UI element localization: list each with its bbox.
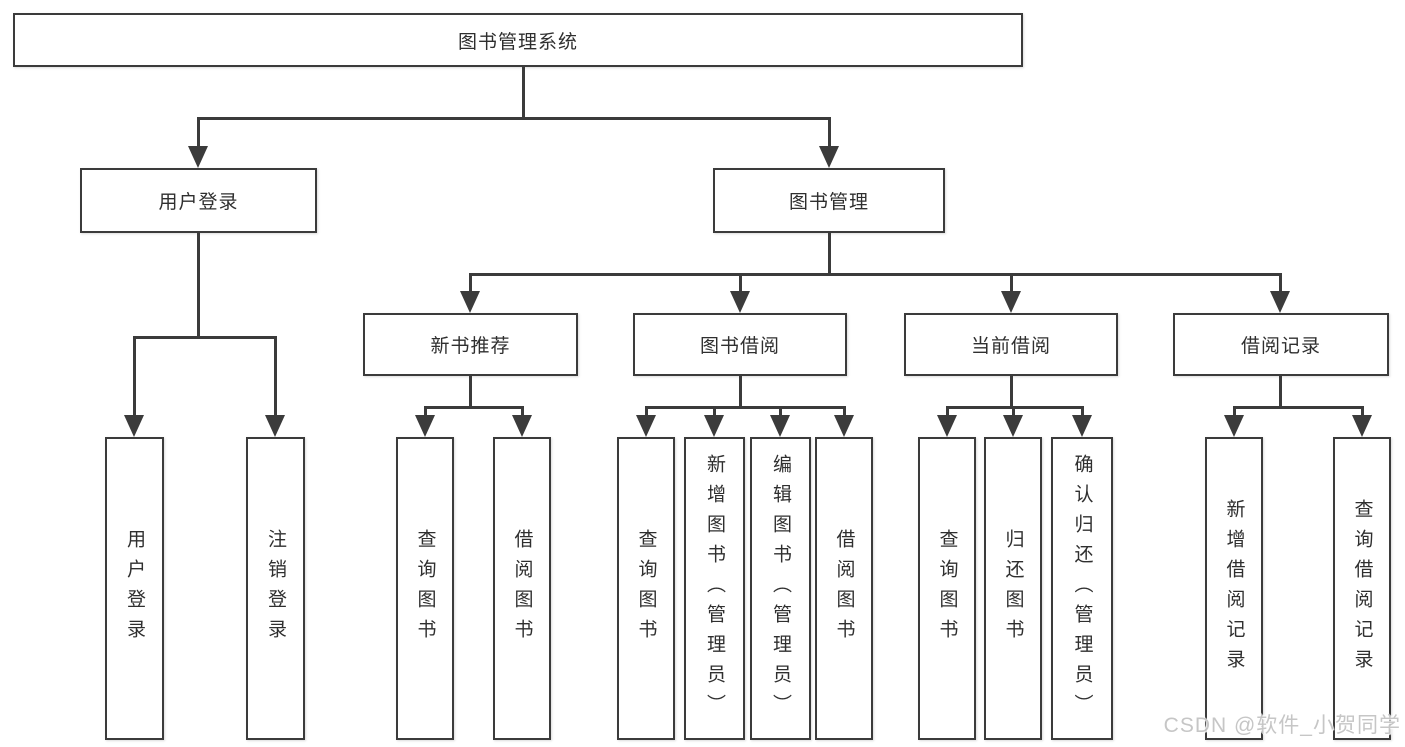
leaf-return-books: 归还图书 bbox=[984, 437, 1042, 740]
connector-current-borrow-hline bbox=[946, 406, 1083, 409]
arrow-down-icon bbox=[415, 415, 435, 437]
connector-new-book-hline bbox=[424, 406, 523, 409]
leaf-query-books-recommend: 查询图书 bbox=[396, 437, 454, 740]
node-book-management: 图书管理 bbox=[713, 168, 945, 233]
connector-stem bbox=[274, 336, 277, 417]
arrow-down-icon bbox=[460, 291, 480, 313]
connector-stem bbox=[779, 406, 782, 417]
connector-new-book-drop bbox=[469, 376, 472, 406]
connector-current-borrow-drop bbox=[1010, 376, 1013, 406]
connector-stem bbox=[469, 273, 472, 293]
connector-stem bbox=[713, 406, 716, 417]
arrow-down-icon bbox=[512, 415, 532, 437]
leaf-add-borrow-record: 新增借阅记录 bbox=[1205, 437, 1263, 740]
arrow-down-icon bbox=[819, 146, 839, 168]
node-current-borrow: 当前借阅 bbox=[904, 313, 1118, 376]
node-book-management-label: 图书管理 bbox=[788, 192, 869, 213]
leaf-query-books-current: 查询图书 bbox=[918, 437, 976, 740]
leaf-edit-books-admin: 编辑图书（管理员） bbox=[750, 437, 811, 740]
connector-borrow-records-drop bbox=[1279, 376, 1282, 406]
connector-stem bbox=[1010, 273, 1013, 293]
arrow-down-icon bbox=[704, 415, 724, 437]
node-borrow-records: 借阅记录 bbox=[1173, 313, 1389, 376]
node-borrow-records-label: 借阅记录 bbox=[1240, 336, 1321, 357]
leaf-query-books-recommend-label: 查询图书 bbox=[414, 528, 436, 649]
connector-stem bbox=[645, 406, 648, 417]
arrow-down-icon bbox=[730, 291, 750, 313]
connector-stem bbox=[1361, 406, 1364, 417]
connector-stem bbox=[1233, 406, 1236, 417]
node-book-borrow: 图书借阅 bbox=[633, 313, 847, 376]
leaf-add-books-admin: 新增图书（管理员） bbox=[684, 437, 745, 740]
connector-book-borrow-drop bbox=[739, 376, 742, 406]
leaf-confirm-return-admin: 确认归还（管理员） bbox=[1051, 437, 1113, 740]
connector-stem bbox=[946, 406, 949, 417]
leaf-borrow-books: 借阅图书 bbox=[815, 437, 873, 740]
leaf-edit-books-admin-label: 编辑图书（管理员） bbox=[770, 453, 791, 724]
leaf-add-borrow-record-label: 新增借阅记录 bbox=[1223, 498, 1245, 679]
arrow-down-icon bbox=[1224, 415, 1244, 437]
leaf-query-borrow-record-label: 查询借阅记录 bbox=[1351, 498, 1373, 679]
leaf-query-books-borrow: 查询图书 bbox=[617, 437, 675, 740]
leaf-confirm-return-admin-label: 确认归还（管理员） bbox=[1071, 453, 1093, 724]
connector-stem bbox=[1012, 406, 1015, 417]
leaf-borrow-books-label: 借阅图书 bbox=[833, 528, 855, 649]
connector-user-login-drop bbox=[197, 233, 200, 336]
connector-stem bbox=[424, 406, 427, 417]
arrow-down-icon bbox=[1270, 291, 1290, 313]
arrow-down-icon bbox=[770, 415, 790, 437]
leaf-logout: 注销登录 bbox=[246, 437, 305, 740]
connector-stem bbox=[843, 406, 846, 417]
arrow-down-icon bbox=[636, 415, 656, 437]
connector-stem bbox=[1081, 406, 1084, 417]
leaf-add-books-admin-label: 新增图书（管理员） bbox=[704, 453, 725, 724]
arrow-down-icon bbox=[937, 415, 957, 437]
leaf-borrow-books-recommend: 借阅图书 bbox=[493, 437, 551, 740]
leaf-query-borrow-record: 查询借阅记录 bbox=[1333, 437, 1391, 740]
connector-stem bbox=[739, 273, 742, 293]
leaf-query-books-borrow-label: 查询图书 bbox=[635, 528, 657, 649]
connector-root-drop bbox=[522, 67, 525, 117]
node-current-borrow-label: 当前借阅 bbox=[970, 336, 1051, 357]
leaf-logout-label: 注销登录 bbox=[265, 528, 286, 649]
leaf-return-books-label: 归还图书 bbox=[1002, 528, 1024, 649]
node-root-label: 图书管理系统 bbox=[457, 31, 578, 53]
leaf-user-login-label: 用户登录 bbox=[124, 528, 145, 649]
node-user-login-label: 用户登录 bbox=[158, 192, 239, 213]
arrow-down-icon bbox=[1001, 291, 1021, 313]
node-user-login: 用户登录 bbox=[80, 168, 317, 233]
arrow-down-icon bbox=[834, 415, 854, 437]
leaf-user-login: 用户登录 bbox=[105, 437, 164, 740]
connector-stem bbox=[197, 117, 200, 148]
node-book-borrow-label: 图书借阅 bbox=[699, 336, 780, 357]
csdn-watermark: CSDN @软件_小贺同学 bbox=[1163, 714, 1401, 737]
leaf-query-books-current-label: 查询图书 bbox=[936, 528, 958, 649]
arrow-down-icon bbox=[1072, 415, 1092, 437]
arrow-down-icon bbox=[124, 415, 144, 437]
leaf-borrow-books-recommend-label: 借阅图书 bbox=[511, 528, 533, 649]
connector-stem bbox=[133, 336, 136, 417]
node-root-system: 图书管理系统 bbox=[13, 13, 1023, 67]
connector-book-borrow-hline bbox=[645, 406, 845, 409]
connector-level2-hline bbox=[197, 117, 831, 120]
arrow-down-icon bbox=[188, 146, 208, 168]
connector-borrow-records-hline bbox=[1233, 406, 1363, 409]
connector-stem bbox=[1279, 273, 1282, 293]
arrow-down-icon bbox=[265, 415, 285, 437]
node-new-book-recommend-label: 新书推荐 bbox=[430, 336, 511, 357]
connector-book-management-drop bbox=[828, 233, 831, 273]
arrow-down-icon bbox=[1003, 415, 1023, 437]
connector-stem bbox=[521, 406, 524, 417]
arrow-down-icon bbox=[1352, 415, 1372, 437]
node-new-book-recommend: 新书推荐 bbox=[363, 313, 578, 376]
connector-stem bbox=[828, 117, 831, 148]
connector-level3-hline bbox=[469, 273, 1281, 276]
connector-user-login-hline bbox=[133, 336, 276, 339]
